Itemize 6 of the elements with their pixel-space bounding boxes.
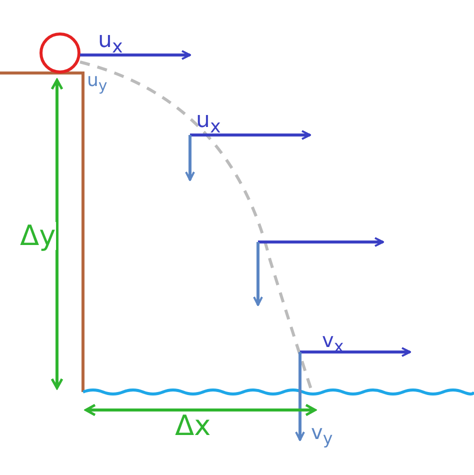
velocity-label: u$_{x}$ (196, 110, 221, 137)
velocity-label: u$_{x}$ (98, 30, 123, 57)
velocity-label: u$_{y}$ (87, 72, 108, 94)
velocity-label: v$_{y}$ (311, 422, 333, 448)
dimension-label: Δx (175, 412, 211, 440)
dimension-label: Δy (20, 222, 56, 250)
